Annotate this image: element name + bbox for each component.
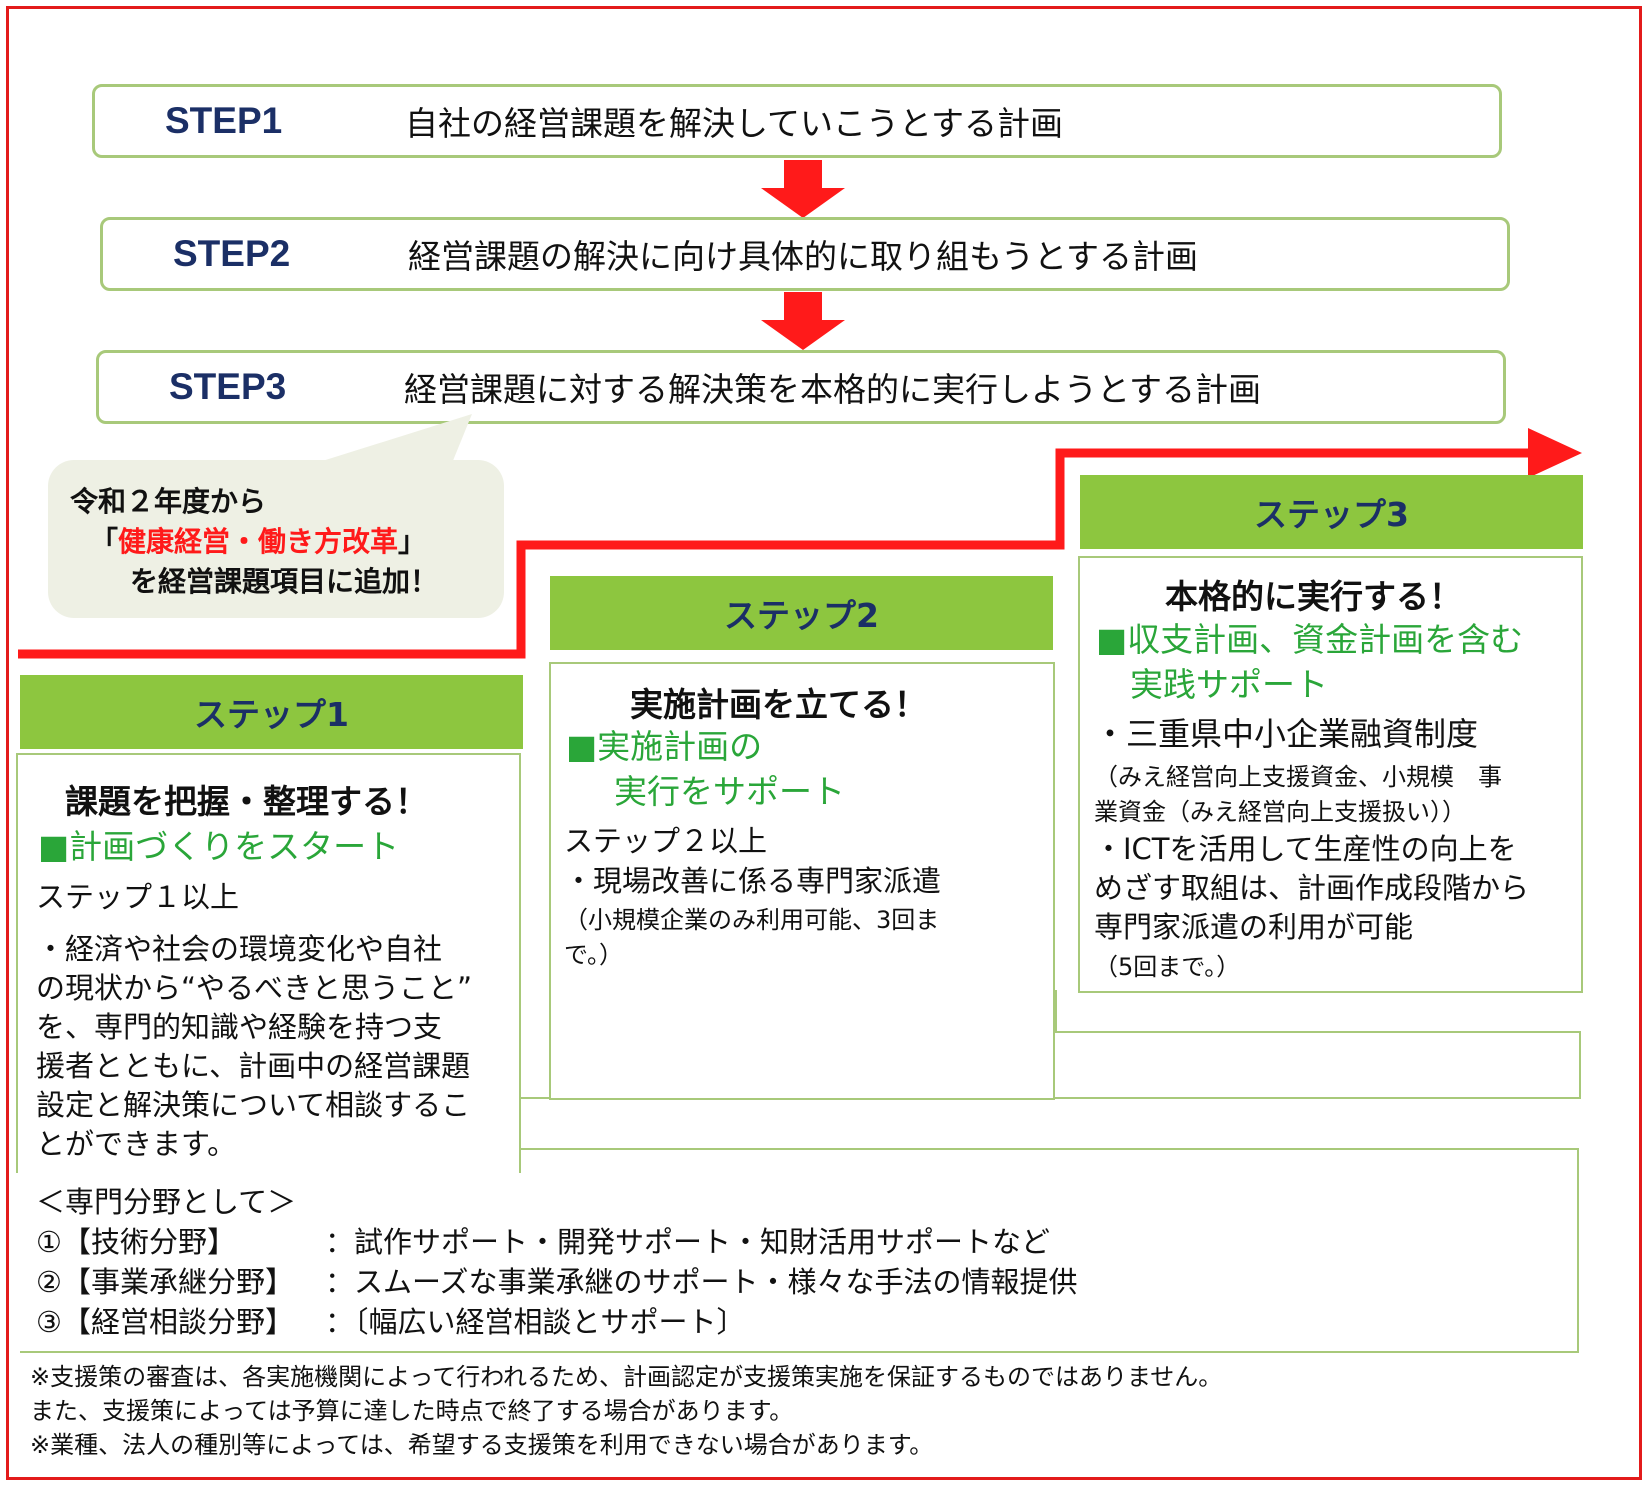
callout-line-2: 「健康経営・働き方改革」 bbox=[90, 525, 427, 558]
down-arrow-2-icon bbox=[761, 320, 845, 350]
footnote-3: ※業種、法人の種別等によっては、希望する支援策を利用できない場合があります。 bbox=[30, 1431, 934, 1459]
callout-line-1: 令和２年度から bbox=[70, 485, 267, 518]
stage1-header: ステップ1 bbox=[20, 675, 523, 749]
stage2-title: 実施計画を立てる！ bbox=[630, 685, 927, 724]
stage3-item1: ・三重県中小企業融資制度 bbox=[1094, 715, 1479, 753]
stage3-title: 本格的に実行する！ bbox=[1165, 577, 1462, 616]
staircase-arrow bbox=[18, 428, 1582, 659]
footnote-1: ※支援策の審査は、各実施機関によって行われるため、計画認定が支援策実施を保証する… bbox=[30, 1363, 1223, 1391]
field-1-name: ①【技術分野】 bbox=[36, 1225, 236, 1259]
stage3-header-text: ステップ3 bbox=[1254, 495, 1409, 534]
stage1-title: 課題を把握・整理する！ bbox=[65, 782, 428, 821]
stage2-level: ステップ２以上 bbox=[564, 824, 768, 858]
footnotes: ※支援策の審査は、各実施機関によって行われるため、計画認定が支援策実施を保証する… bbox=[30, 1360, 1222, 1462]
stage2-item: ・現場改善に係る専門家派遣 bbox=[564, 864, 942, 898]
callout-highlight: 健康経営・働き方改革 bbox=[118, 525, 399, 558]
fields-title: ＜専門分野として＞ bbox=[36, 1185, 297, 1219]
callout-line-3: を経営課題項目に追加！ bbox=[130, 565, 439, 598]
down-arrow-1-shaft bbox=[784, 160, 822, 190]
field-3-name: ③【経営相談分野】 bbox=[36, 1305, 294, 1339]
step1-label: STEP1 bbox=[165, 100, 283, 141]
step3-box: STEP3 経営課題に対する解決策を本格的に実行しようとする計画 bbox=[96, 350, 1506, 424]
field-2-name: ②【事業承継分野】 bbox=[36, 1265, 294, 1299]
stage3-item2: ・ICTを活用して生産性の向上を めざす取組は、計画作成段階から 専門家派遣の利… bbox=[1094, 832, 1530, 944]
step2-text: 経営課題の解決に向け具体的に取り組もうとする計画 bbox=[408, 237, 1199, 276]
field-3-desc: ：〔幅広い経営相談とサポート〕 bbox=[325, 1305, 746, 1339]
stage3-panel bbox=[1078, 556, 1583, 993]
stage1-body: ・経済や社会の環境変化や自社 の現状から“やるべきと思うこと” を、専門的知識や… bbox=[36, 932, 473, 1161]
stage1-green: ■計画づくりをスタート bbox=[38, 827, 400, 866]
stage2-green-1: ■実施計画の bbox=[566, 727, 763, 766]
stage3-header: ステップ3 bbox=[1080, 475, 1583, 549]
stage3-green-1: ■収支計画、資金計画を含む bbox=[1096, 620, 1524, 659]
stage2-green-2: 実行をサポート bbox=[614, 772, 845, 811]
stage2-header: ステップ2 bbox=[550, 576, 1053, 650]
callout-pointer bbox=[300, 414, 472, 468]
stage1-header-text: ステップ1 bbox=[194, 695, 349, 734]
outer-frame bbox=[6, 6, 1642, 1480]
stage2-note-1: （小規模企業のみ利用可能、3回ま bbox=[564, 906, 940, 934]
down-arrow-1-icon bbox=[761, 188, 845, 218]
step2-label: STEP2 bbox=[173, 233, 291, 274]
step1-text: 自社の経営課題を解決していこうとする計画 bbox=[405, 104, 1064, 143]
down-arrow-2-shaft bbox=[784, 292, 822, 322]
stage3-item1-note-2: 業資金（みえ経営向上支援扱い）） bbox=[1094, 798, 1466, 826]
step1-box: STEP1 自社の経営課題を解決していこうとする計画 bbox=[92, 84, 1502, 158]
stage2-header-text: ステップ2 bbox=[724, 596, 879, 635]
stage1-level: ステップ１以上 bbox=[36, 880, 240, 914]
stage2-panel bbox=[549, 662, 1055, 1100]
stage3-item1-note-1: （みえ経営向上支援資金、小規模 事 bbox=[1094, 763, 1502, 791]
stage1-panel bbox=[16, 753, 521, 1173]
footnote-2: また、支援策によっては予算に達した時点で終了する場合があります。 bbox=[30, 1397, 794, 1425]
stage3-item2-note: （5回まで。） bbox=[1094, 953, 1241, 981]
step2-box: STEP2 経営課題の解決に向け具体的に取り組もうとする計画 bbox=[100, 217, 1510, 291]
callout-bubble: 令和２年度から 「健康経営・働き方改革」 を経営課題項目に追加！ bbox=[48, 460, 504, 618]
step3-text: 経営課題に対する解決策を本格的に実行しようとする計画 bbox=[404, 370, 1262, 409]
field-1-desc: ：試作サポート・開発サポート・知財活用サポートなど bbox=[325, 1225, 1051, 1259]
step3-label: STEP3 bbox=[169, 366, 287, 407]
stage2-note-2: で。） bbox=[564, 941, 624, 969]
stage3-green-2: 実践サポート bbox=[1130, 665, 1328, 704]
field-2-desc: ：スムーズな事業承継のサポート・様々な手法の情報提供 bbox=[325, 1265, 1078, 1299]
